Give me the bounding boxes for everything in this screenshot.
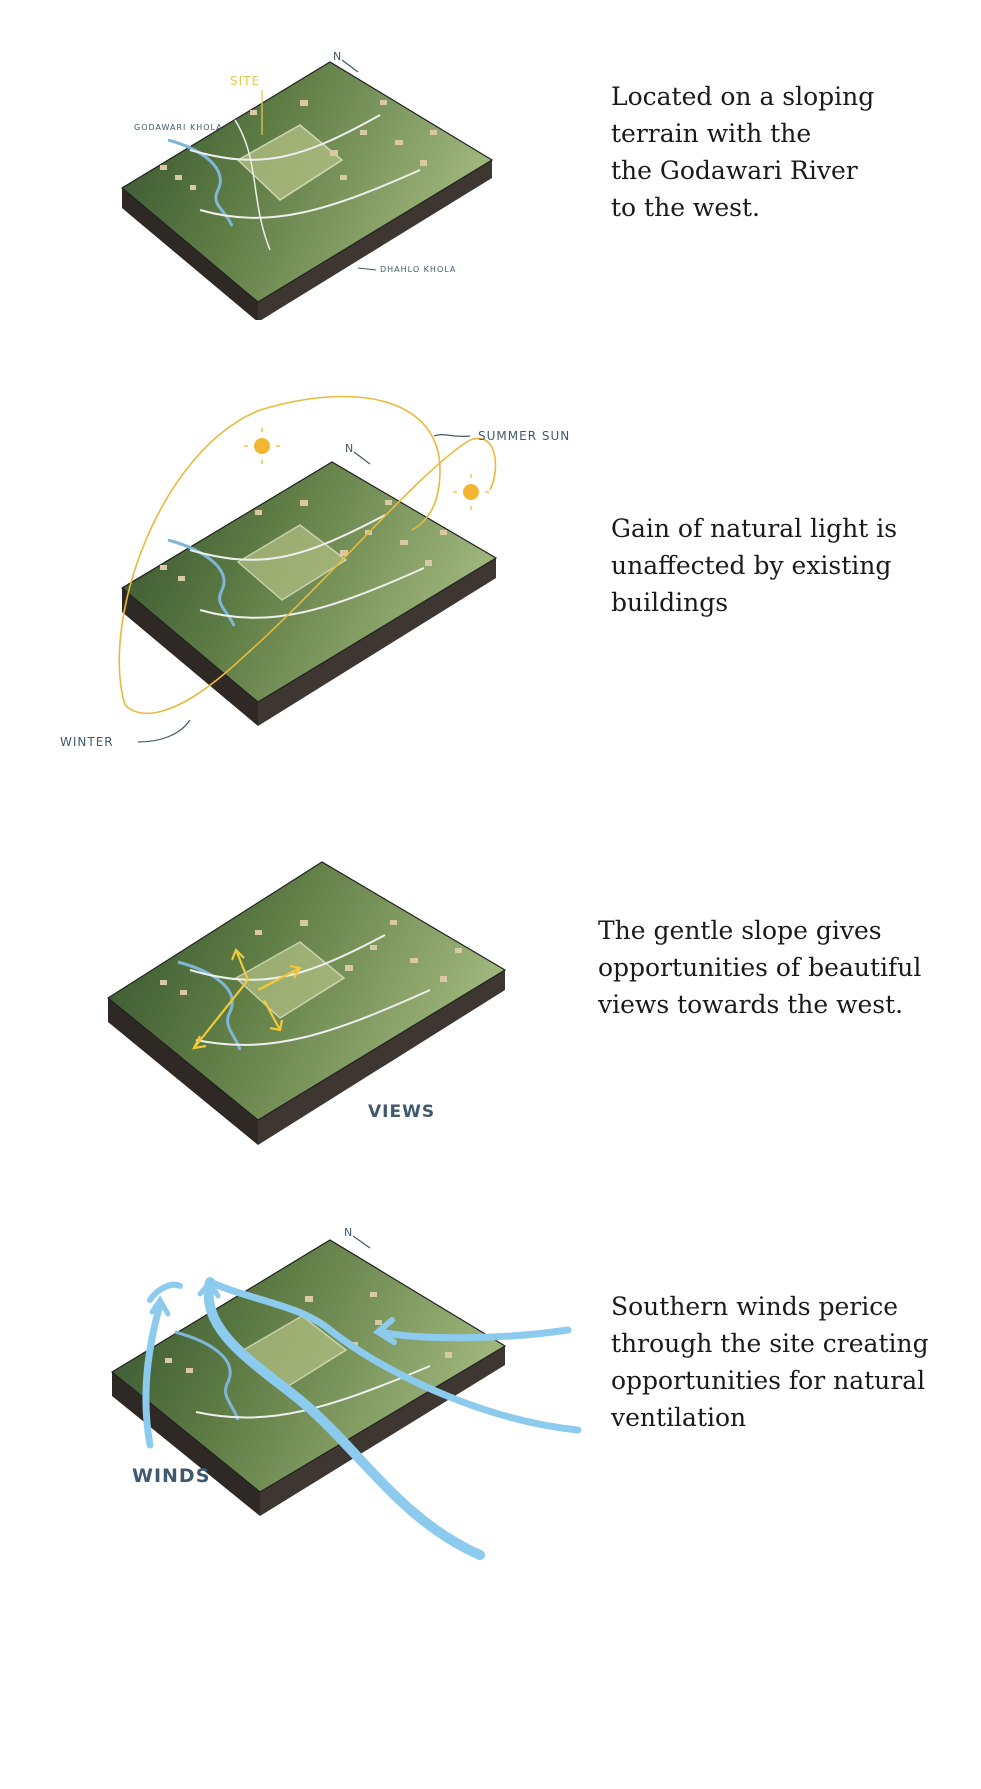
caption-winds: Southern winds perice through the site c… — [611, 1288, 929, 1436]
panel-views: VIEWS The gentle slope gives opportuniti… — [0, 840, 981, 1150]
summer-sun-arrow — [434, 435, 470, 437]
panel-winds: WINDS N Southern winds perice through th… — [0, 1220, 981, 1620]
north-arrow: N — [333, 50, 342, 63]
road-leader — [358, 268, 376, 270]
north-arrow-line — [353, 1236, 370, 1248]
winds-label: WINDS — [132, 1465, 210, 1487]
sun-icon — [453, 474, 489, 510]
north-arrow: N — [345, 442, 354, 455]
road-label: DHAHLO KHOLA — [380, 265, 456, 274]
north-arrow-line — [354, 452, 370, 464]
panel-site-context: SITE GODAWARI KHOLA DHAHLO KHOLA N Locat… — [0, 0, 981, 320]
summer-sun-label: SUMMER SUN — [478, 429, 570, 443]
river-label: GODAWARI KHOLA — [134, 123, 223, 132]
caption-views: The gentle slope gives opportunities of … — [598, 912, 921, 1023]
views-label: VIEWS — [368, 1102, 435, 1122]
caption-natural-light: Gain of natural light is unaffected by e… — [611, 510, 897, 621]
winter-sun-label: WINTER — [60, 735, 114, 749]
caption-site-context: Located on a sloping terrain with the th… — [611, 78, 874, 226]
site-label: SITE — [230, 74, 260, 88]
north-arrow: N — [344, 1226, 353, 1239]
winter-sun-arrow — [138, 720, 190, 742]
sun-icon — [244, 428, 280, 464]
panel-natural-light: SUMMER SUN WINTER N Gain of natural ligh… — [0, 390, 981, 770]
